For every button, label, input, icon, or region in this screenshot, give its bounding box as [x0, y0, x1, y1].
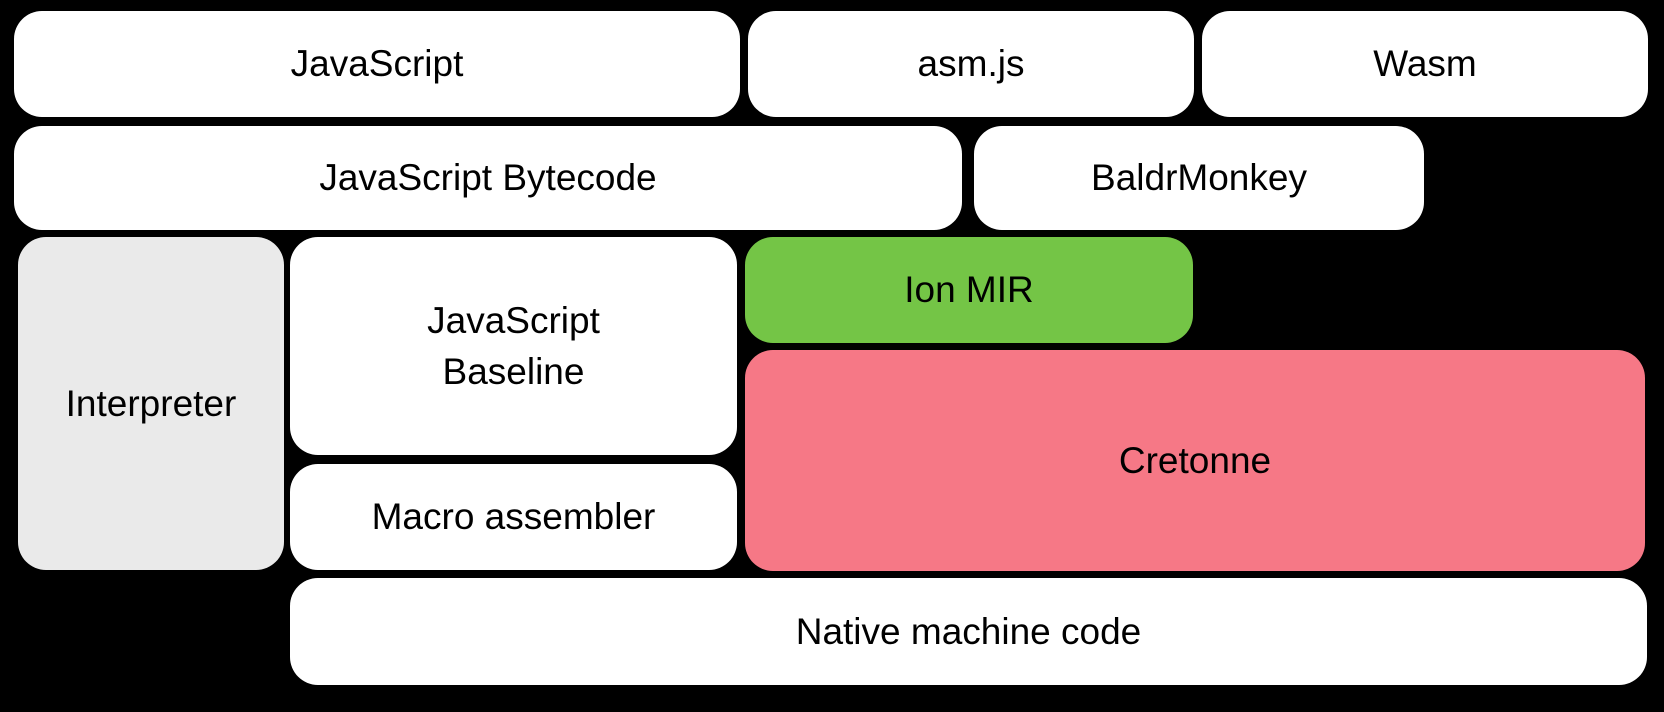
diagram-node-cretonne: Cretonne [745, 350, 1645, 571]
diagram-node-interpreter: Interpreter [18, 237, 284, 570]
diagram-node-label-ion-mir: Ion MIR [904, 269, 1034, 311]
diagram-node-macro-assembler: Macro assembler [290, 464, 737, 570]
diagram-node-wasm: Wasm [1202, 11, 1648, 117]
diagram-node-asm-js: asm.js [748, 11, 1194, 117]
diagram-node-label-javascript-bytecode: JavaScript Bytecode [319, 157, 657, 199]
diagram-node-baldrmonkey: BaldrMonkey [974, 126, 1424, 230]
diagram-node-label-asm-js: asm.js [917, 43, 1025, 85]
diagram-node-label-cretonne: Cretonne [1118, 439, 1272, 481]
diagram-node-label-wasm: Wasm [1373, 43, 1477, 85]
diagram-node-label-javascript-baseline: JavaScript Baseline [427, 299, 600, 392]
diagram-node-label-baldrmonkey: BaldrMonkey [1091, 157, 1307, 199]
diagram-node-native-machine-code: Native machine code [290, 578, 1647, 685]
diagram-node-ion-mir: Ion MIR [745, 237, 1193, 343]
diagram-node-javascript-bytecode: JavaScript Bytecode [14, 126, 962, 230]
diagram-node-javascript-baseline: JavaScript Baseline [290, 237, 737, 455]
diagram-node-label-interpreter: Interpreter [65, 382, 237, 424]
diagram-node-label-javascript: JavaScript [290, 43, 464, 85]
diagram-node-javascript: JavaScript [14, 11, 740, 117]
diagram-node-label-native-machine-code: Native machine code [795, 610, 1142, 652]
diagram-node-label-macro-assembler: Macro assembler [371, 496, 656, 538]
